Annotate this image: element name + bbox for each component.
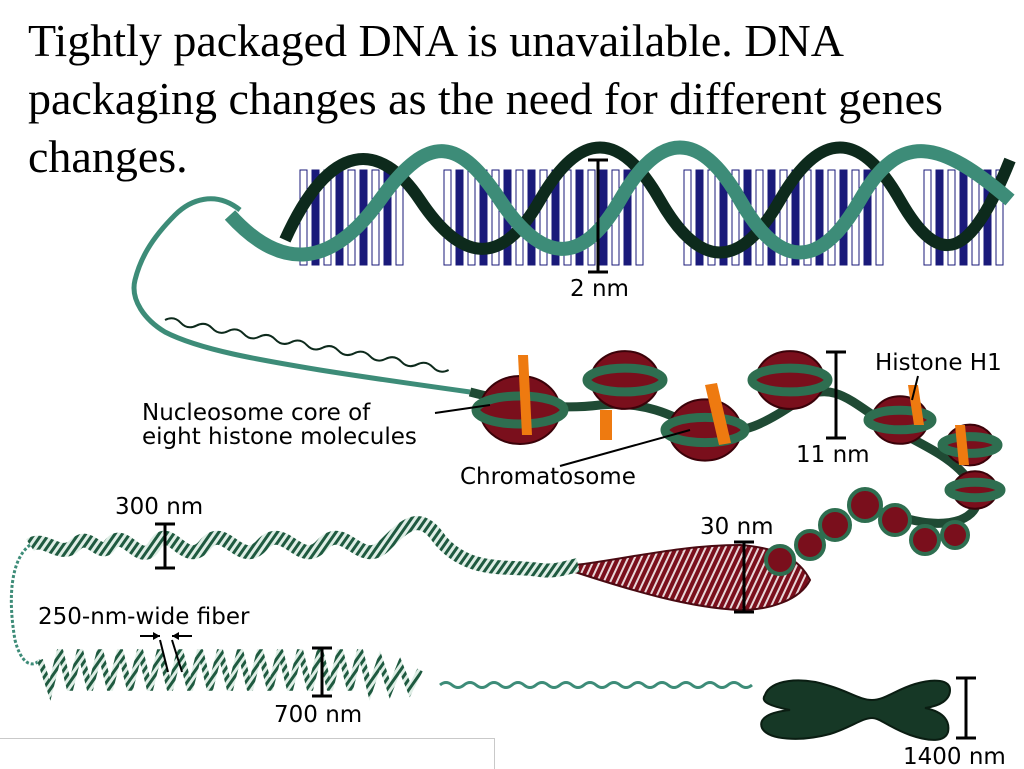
base-pair: [623, 169, 632, 266]
base-pair: [815, 169, 824, 266]
dna-tail-coil: [164, 317, 450, 373]
nucleosome-fiber: 11 nm Histone H1 Nucleosome core of eigh…: [142, 350, 1006, 528]
base-pair: [455, 169, 464, 266]
nucleosome: [660, 398, 750, 462]
dna-tail: [131, 196, 471, 395]
solenoid-body: [574, 543, 812, 612]
chromosome-width-label: 1400 nm: [903, 744, 1006, 768]
chromatid-width-label: 700 nm: [274, 702, 362, 728]
chromatosome-label: Chromatosome: [460, 464, 636, 490]
solenoid-bead: [847, 487, 883, 523]
chromatid-tail: [439, 681, 753, 689]
solenoid-bead: [878, 503, 912, 537]
linker-dna: [468, 387, 982, 528]
solenoid-bead: [818, 508, 852, 542]
loops-width-label: 300 nm: [115, 494, 203, 520]
dna-width-label: 2 nm: [570, 276, 629, 302]
nucleosome-core-pointer: [434, 404, 491, 414]
chromatosome-pointer: [559, 429, 691, 467]
slide-title: Tightly packaged DNA is unavailable. DNA…: [28, 15, 943, 182]
base-pair: [959, 169, 968, 266]
slide-footer-box: [0, 738, 495, 769]
base-pair: [779, 169, 788, 266]
histone-h1-label: Histone H1: [875, 350, 1002, 376]
nucleosome-width-label: 11 nm: [796, 442, 870, 468]
base-pair: [311, 169, 320, 266]
solenoid-width-label: 30 nm: [700, 514, 774, 540]
base-pair: [863, 169, 872, 266]
nucleosome: [582, 350, 668, 410]
base-pair: [491, 169, 500, 266]
nucleosome-width-measure: [826, 350, 846, 440]
base-pair: [731, 169, 740, 266]
nucleosome-core-label-line1: Nucleosome core of: [142, 400, 371, 426]
base-pair: [827, 169, 836, 266]
condensed-chromatid: 250-nm-wide fiber 700 nm: [37, 604, 753, 728]
base-pair: [683, 169, 692, 266]
solenoid-width-measure: [734, 540, 754, 614]
dna-double-helix: 2 nm: [131, 140, 1016, 395]
base-pair: [539, 169, 548, 266]
solenoid-bead: [794, 529, 826, 561]
base-pair: [923, 169, 932, 266]
base-pair: [575, 169, 584, 266]
base-pair: [443, 169, 452, 266]
solenoid-fiber: 30 nm: [574, 487, 970, 614]
base-pair: [947, 169, 956, 266]
looped-domains: 300 nm: [9, 494, 580, 666]
chromatid-coil: [37, 649, 423, 701]
chromosome-shape: [760, 679, 952, 741]
loops-width-measure: [155, 522, 175, 570]
histone-h1-molecules: [518, 355, 969, 465]
helix-strand-back: [279, 141, 1016, 259]
nucleosome-core-label-line2: eight histone molecules: [142, 424, 417, 450]
chromatid-width-measure: [312, 646, 332, 698]
base-pair: [935, 169, 944, 266]
nucleosome: [747, 350, 833, 410]
solenoid-bead: [764, 544, 796, 576]
base-pair: [347, 169, 356, 266]
chromosome-width-measure: [956, 676, 976, 740]
nucleosome: [471, 375, 569, 445]
base-pair: [695, 169, 704, 266]
base-pair: [587, 169, 596, 266]
solenoid-beads: [764, 487, 970, 576]
thin-fiber-left: [9, 543, 42, 666]
dna-width-measure: [588, 158, 608, 274]
solenoid-bead: [909, 524, 941, 556]
nucleosome-beads: [471, 350, 1006, 510]
histone-h1-pointer: [911, 375, 919, 401]
metaphase-chromosome: 1400 nm: [760, 676, 1006, 768]
solenoid-bead: [940, 520, 970, 550]
loop-coil: [26, 516, 580, 578]
nucleosome: [944, 470, 1006, 510]
fiber-width-label: 250-nm-wide fiber: [38, 604, 250, 630]
fiber-width-arrows: [140, 632, 192, 673]
helix-strand-front: [224, 140, 1015, 262]
